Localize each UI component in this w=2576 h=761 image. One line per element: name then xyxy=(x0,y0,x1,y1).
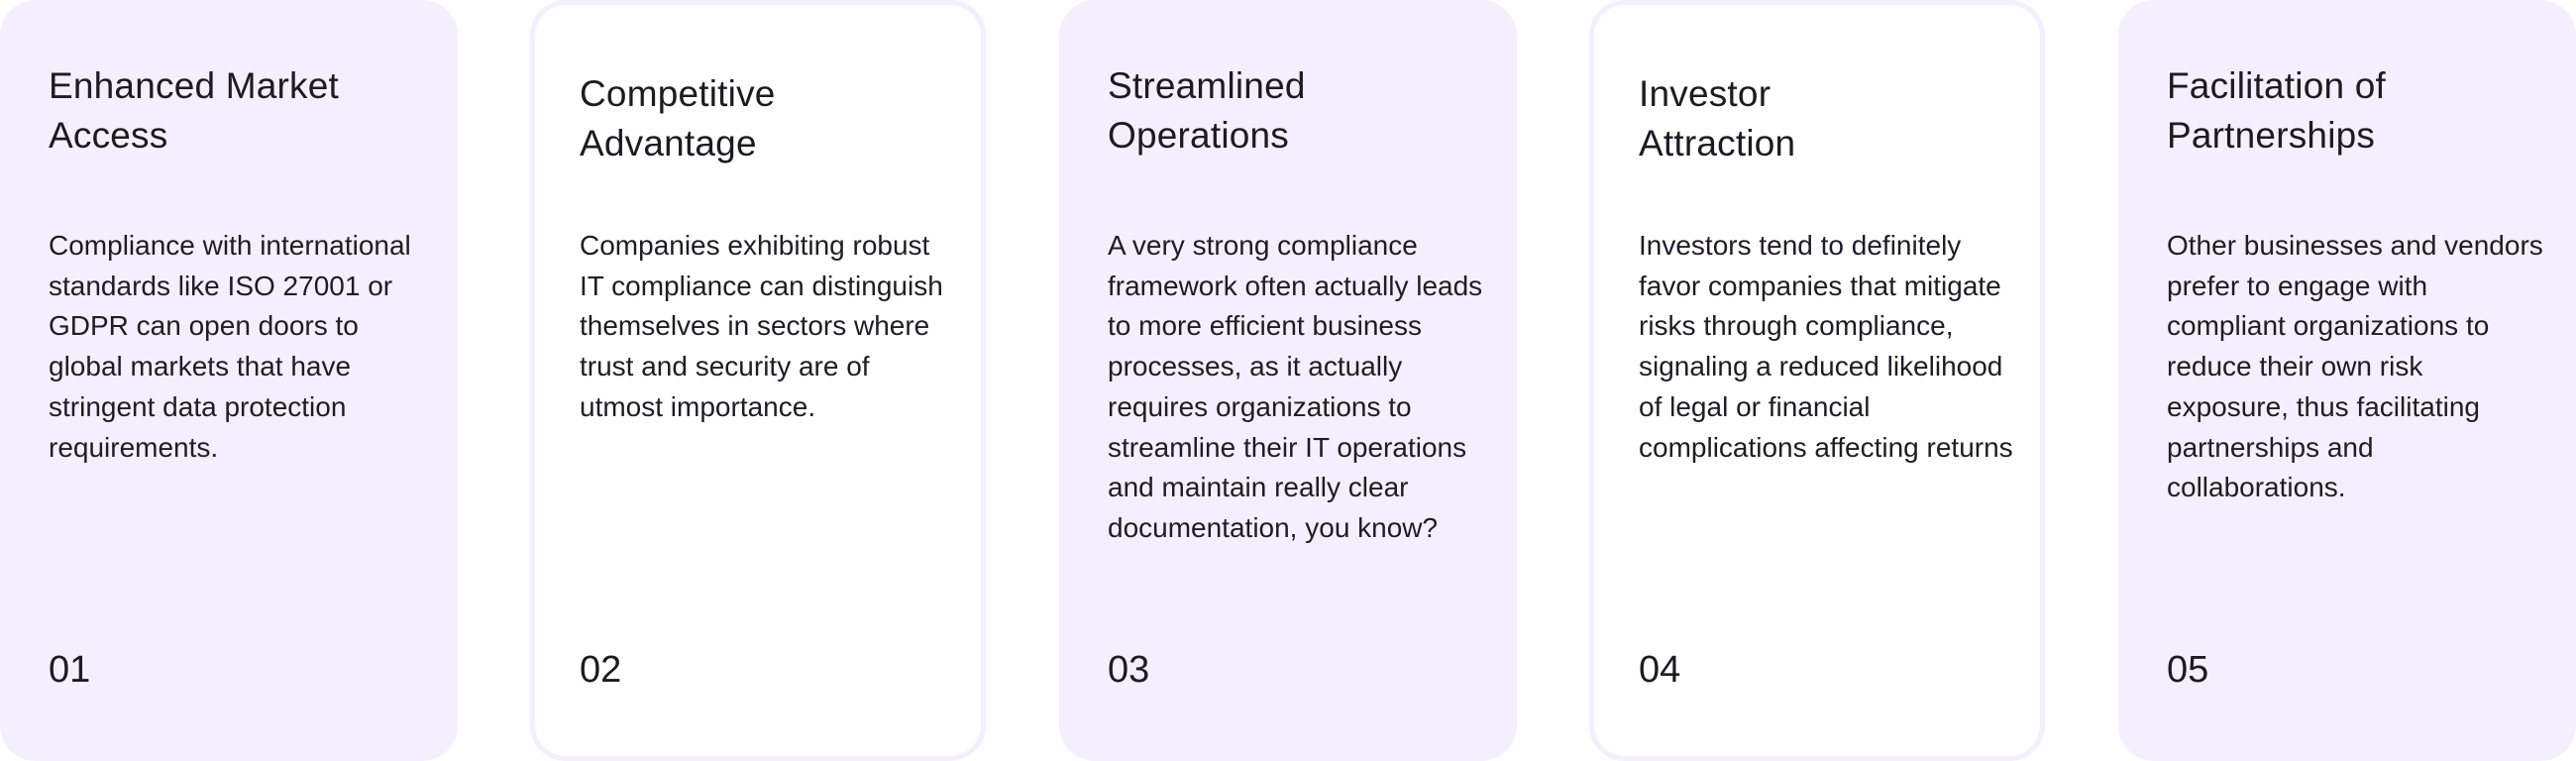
card-competitive-advantage: Competitive Advantage Companies exhibiti… xyxy=(530,0,986,761)
card-investor-attraction: Investor Attraction Investors tend to de… xyxy=(1589,0,2045,761)
card-description: Investors tend to definitely favor compa… xyxy=(1639,230,2013,463)
card-title: Competitive Advantage xyxy=(580,73,776,163)
card-number: 01 xyxy=(49,649,91,691)
card-title: Enhanced Market Access xyxy=(49,65,340,156)
card-number: 02 xyxy=(580,649,622,691)
card-title: Facilitation of Partnerships xyxy=(2167,65,2386,156)
card-streamlined-operations: Streamlined Operations A very strong com… xyxy=(1059,0,1517,761)
card-description: Other businesses and vendors prefer to e… xyxy=(2167,230,2543,503)
card-number: 03 xyxy=(1108,649,1150,691)
card-title: Investor Attraction xyxy=(1639,73,1796,163)
card-description: Compliance with international standards … xyxy=(49,230,411,463)
card-market-access: Enhanced Market Access Compliance with i… xyxy=(0,0,458,761)
card-description: A very strong compliance framework often… xyxy=(1108,230,1483,543)
card-title: Streamlined Operations xyxy=(1108,65,1306,156)
card-partnerships: Facilitation of Partnerships Other busin… xyxy=(2118,0,2576,761)
card-number: 05 xyxy=(2167,649,2209,691)
card-number: 04 xyxy=(1639,649,1681,691)
card-description: Companies exhibiting robust IT complianc… xyxy=(580,230,943,422)
